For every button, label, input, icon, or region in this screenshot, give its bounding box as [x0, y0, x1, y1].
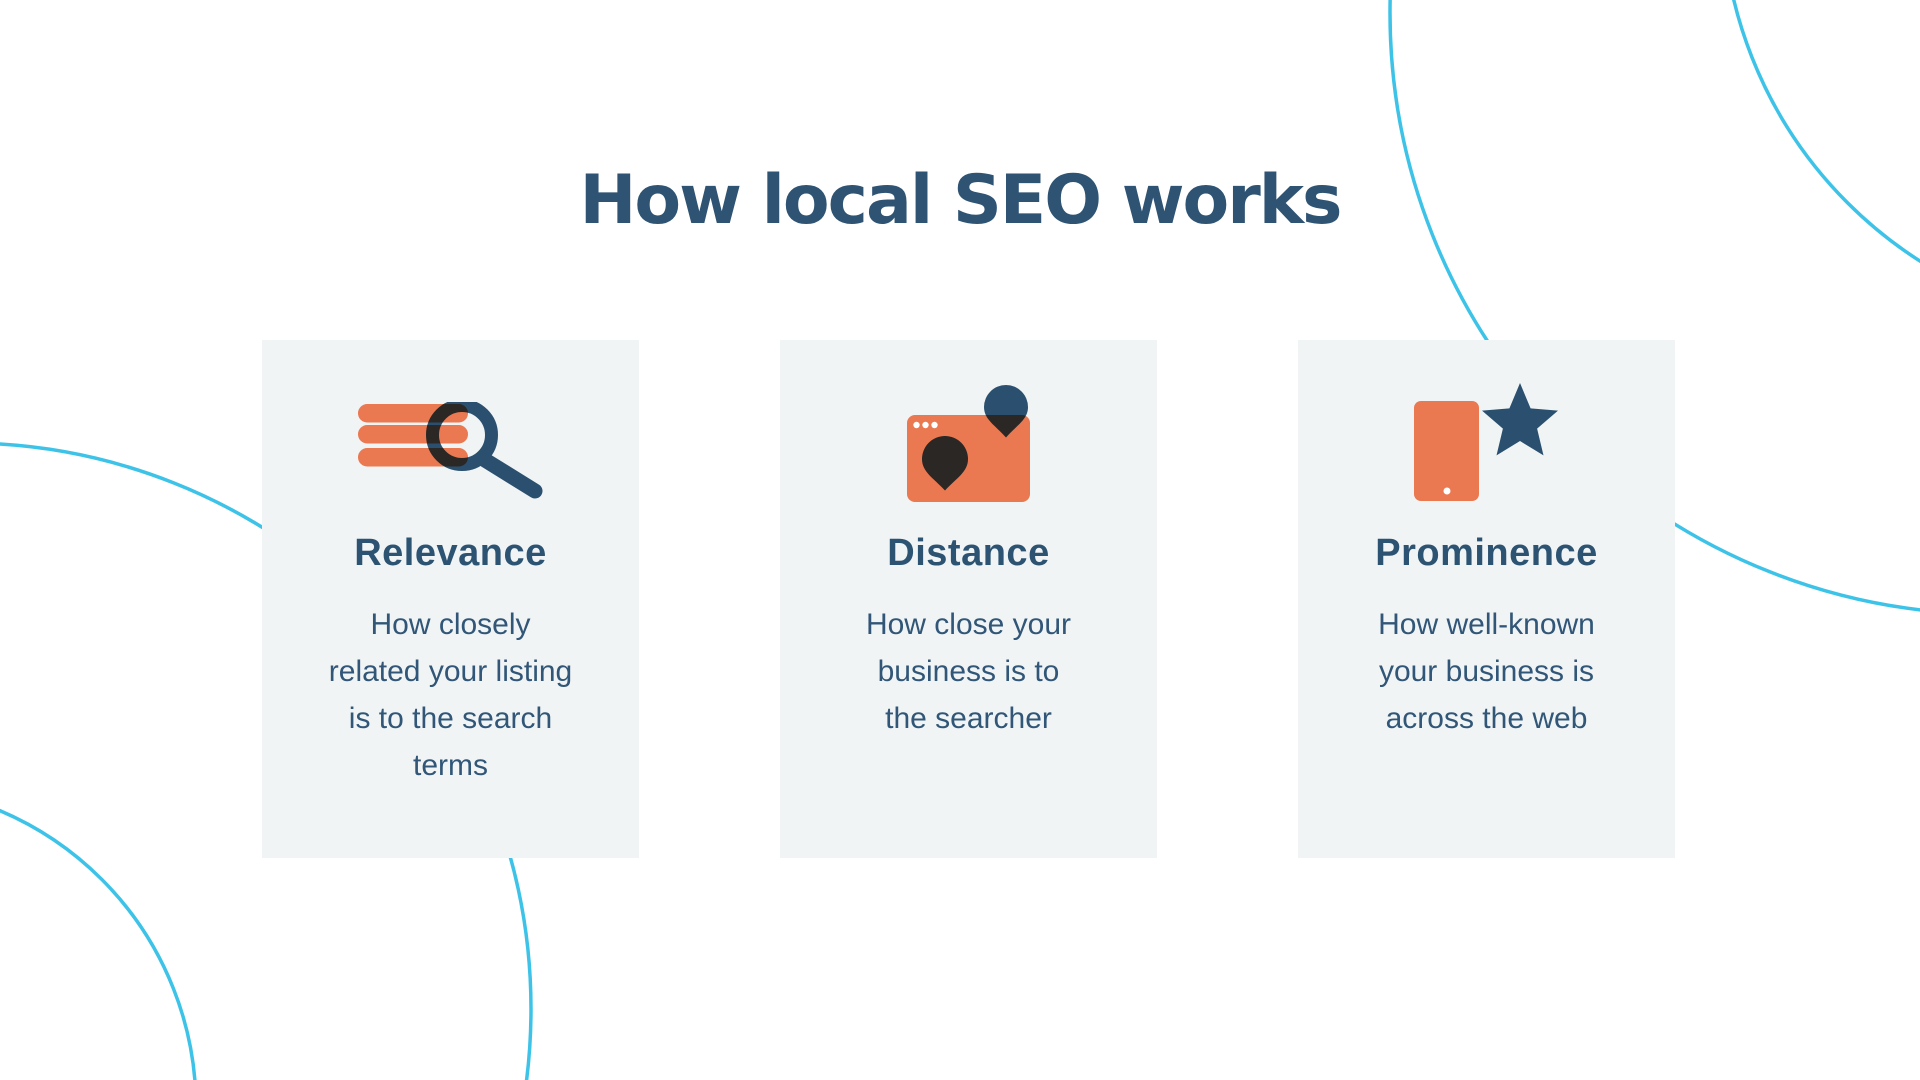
decorative-arc-top-right-large: [1388, 0, 1920, 612]
card-body: How close your business is to the search…: [865, 608, 1072, 735]
card-title: Prominence: [1375, 532, 1598, 574]
phone-star-icon: [1298, 378, 1675, 502]
map-location-pins-icon: [780, 378, 1157, 502]
card-body: How closely related your listing is to t…: [328, 608, 573, 782]
card-prominence: Prominence How well-known your business …: [1298, 340, 1675, 858]
card-distance: Distance How close your business is to t…: [780, 340, 1157, 858]
search-listing-icon: [262, 378, 639, 502]
card-body: How well-known your business is across t…: [1378, 608, 1595, 735]
page-title: How local SEO works: [579, 161, 1343, 240]
card-title: Relevance: [354, 532, 547, 574]
card-title: Distance: [887, 532, 1050, 574]
decorative-arc-bottom-left-large: [0, 442, 533, 1080]
card-relevance: Relevance How closely related your listi…: [262, 340, 639, 858]
cards-row: Relevance How closely related your listi…: [262, 340, 1675, 858]
decorative-arc-bottom-left-small: [0, 808, 197, 1080]
